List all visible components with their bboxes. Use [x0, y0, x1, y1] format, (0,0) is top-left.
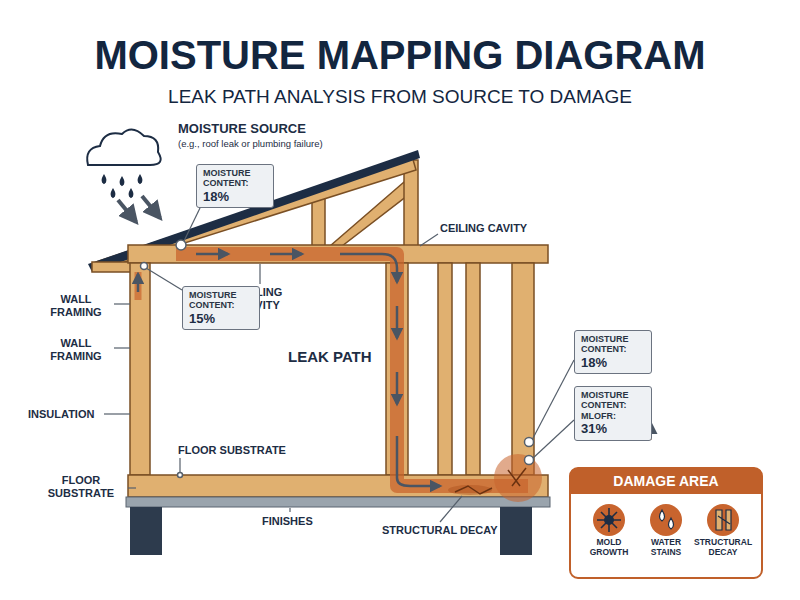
- callout-heading: MOISTURE CONTENT:: [189, 290, 253, 311]
- damage-item: WATER STAINS: [637, 538, 695, 558]
- water-stain: [448, 485, 492, 495]
- decayed-wood: [716, 510, 731, 530]
- leader: [420, 234, 438, 246]
- damage-panel: DAMAGE AREA MOLD GROWTHWATER STAINSSTRUCT…: [570, 468, 762, 578]
- leader: [114, 347, 130, 348]
- decay-icon: [707, 504, 739, 536]
- leader: [289, 508, 290, 512]
- pier: [130, 507, 162, 555]
- leader: [114, 303, 130, 304]
- flow-arrows: [138, 254, 440, 486]
- probe-dot: [141, 263, 148, 270]
- mold-spore: [597, 508, 621, 532]
- part-label: MOISTURE SOURCE: [178, 122, 306, 137]
- flow-arrow: [270, 253, 302, 256]
- wall-framing: [130, 263, 534, 475]
- moisture-value: 31%: [581, 421, 645, 437]
- flow-arrow: [396, 372, 399, 404]
- damage-panel-frame: [570, 468, 762, 578]
- part-label: WALL FRAMING: [38, 337, 114, 362]
- callout-heading: MOISTURE CONTENT:: [203, 168, 267, 189]
- leak-band: [135, 272, 142, 300]
- raindrop: [103, 176, 142, 197]
- part-label: STRUCTURAL DECAY: [382, 524, 498, 537]
- probe-dots: [141, 240, 534, 478]
- moisture-value: 15%: [189, 311, 253, 327]
- part-label: WALL FRAMING: [38, 293, 114, 318]
- diagram-title: MOISTURE MAPPING DIAGRAM: [0, 32, 800, 78]
- stud: [130, 263, 150, 475]
- leak-band: [176, 254, 528, 486]
- damage-item: STRUCTURAL DECAY: [694, 538, 752, 558]
- truss-post: [312, 196, 325, 246]
- damage-type: STRUCTURAL DECAY: [694, 538, 752, 558]
- flow-arrow: [340, 254, 397, 282]
- drop: [660, 510, 674, 529]
- part-label: INSULATION: [28, 408, 94, 421]
- damage-item: MOLD GROWTH: [580, 538, 638, 558]
- leader: [532, 360, 574, 440]
- callout-heading: MOISTURE CONTENT:: [581, 334, 645, 355]
- eave: [92, 262, 132, 272]
- part-label: FLOOR SUBSTRATE: [178, 444, 286, 457]
- flow-arrow: [396, 306, 399, 338]
- callout-heading: MOISTURE CONTENT: MLOFR:: [581, 390, 645, 421]
- moisture-callout: MOISTURE CONTENT:18%: [196, 164, 274, 208]
- moisture-value: 18%: [581, 355, 645, 371]
- leader: [440, 496, 462, 522]
- probe-dot: [176, 240, 186, 250]
- pier: [500, 507, 532, 555]
- flow-arrow: [137, 274, 140, 292]
- moisture-callout: MOISTURE CONTENT:15%: [182, 286, 260, 330]
- leader: [532, 420, 574, 459]
- probe-dot: [178, 473, 183, 478]
- probe-dot: [525, 438, 534, 447]
- damage-icons: [593, 504, 739, 536]
- damage-panel-header: [570, 468, 762, 494]
- leader: [179, 458, 180, 474]
- probe-dot: [525, 456, 534, 465]
- rain-cloud: [87, 129, 160, 222]
- leader: [146, 268, 182, 290]
- crack: [455, 486, 492, 494]
- leader: [104, 413, 130, 414]
- leader: [128, 487, 136, 488]
- damage-type: MOLD GROWTH: [580, 538, 638, 558]
- stud: [466, 263, 480, 475]
- stain-icon: [650, 504, 682, 536]
- flow-arrow: [397, 436, 440, 486]
- part-label: LEAK PATH: [288, 348, 372, 365]
- damage-type: WATER STAINS: [637, 538, 695, 558]
- rain-arrow: [118, 200, 136, 222]
- decay-mark: [508, 468, 526, 486]
- moisture-callout: MOISTURE CONTENT: MLOFR:31%: [574, 386, 652, 441]
- part-label: (e.g., roof leak or plumbing failure): [178, 139, 323, 150]
- leader-lines: [104, 208, 574, 522]
- stud: [512, 263, 534, 475]
- damage-stain: [494, 454, 542, 502]
- flow-arrow: [196, 253, 228, 256]
- panel-heading: DAMAGE AREA: [570, 468, 762, 494]
- rain-arrow: [142, 196, 160, 218]
- mold-icon: [593, 504, 625, 536]
- leader: [259, 264, 260, 284]
- part-label: CEILING CAVITY: [440, 222, 527, 235]
- part-label: FLOOR SUBSTRATE: [36, 474, 126, 499]
- cloud: [87, 129, 160, 165]
- leader: [184, 208, 200, 241]
- part-label: FINISHES: [262, 515, 313, 528]
- diagram-subtitle: LEAK PATH ANALYSIS FROM SOURCE TO DAMAGE: [0, 86, 800, 108]
- finish-slab: [126, 497, 550, 507]
- moisture-callout: MOISTURE CONTENT:18%: [574, 330, 652, 374]
- moisture-value: 18%: [203, 189, 267, 205]
- stud: [438, 263, 452, 475]
